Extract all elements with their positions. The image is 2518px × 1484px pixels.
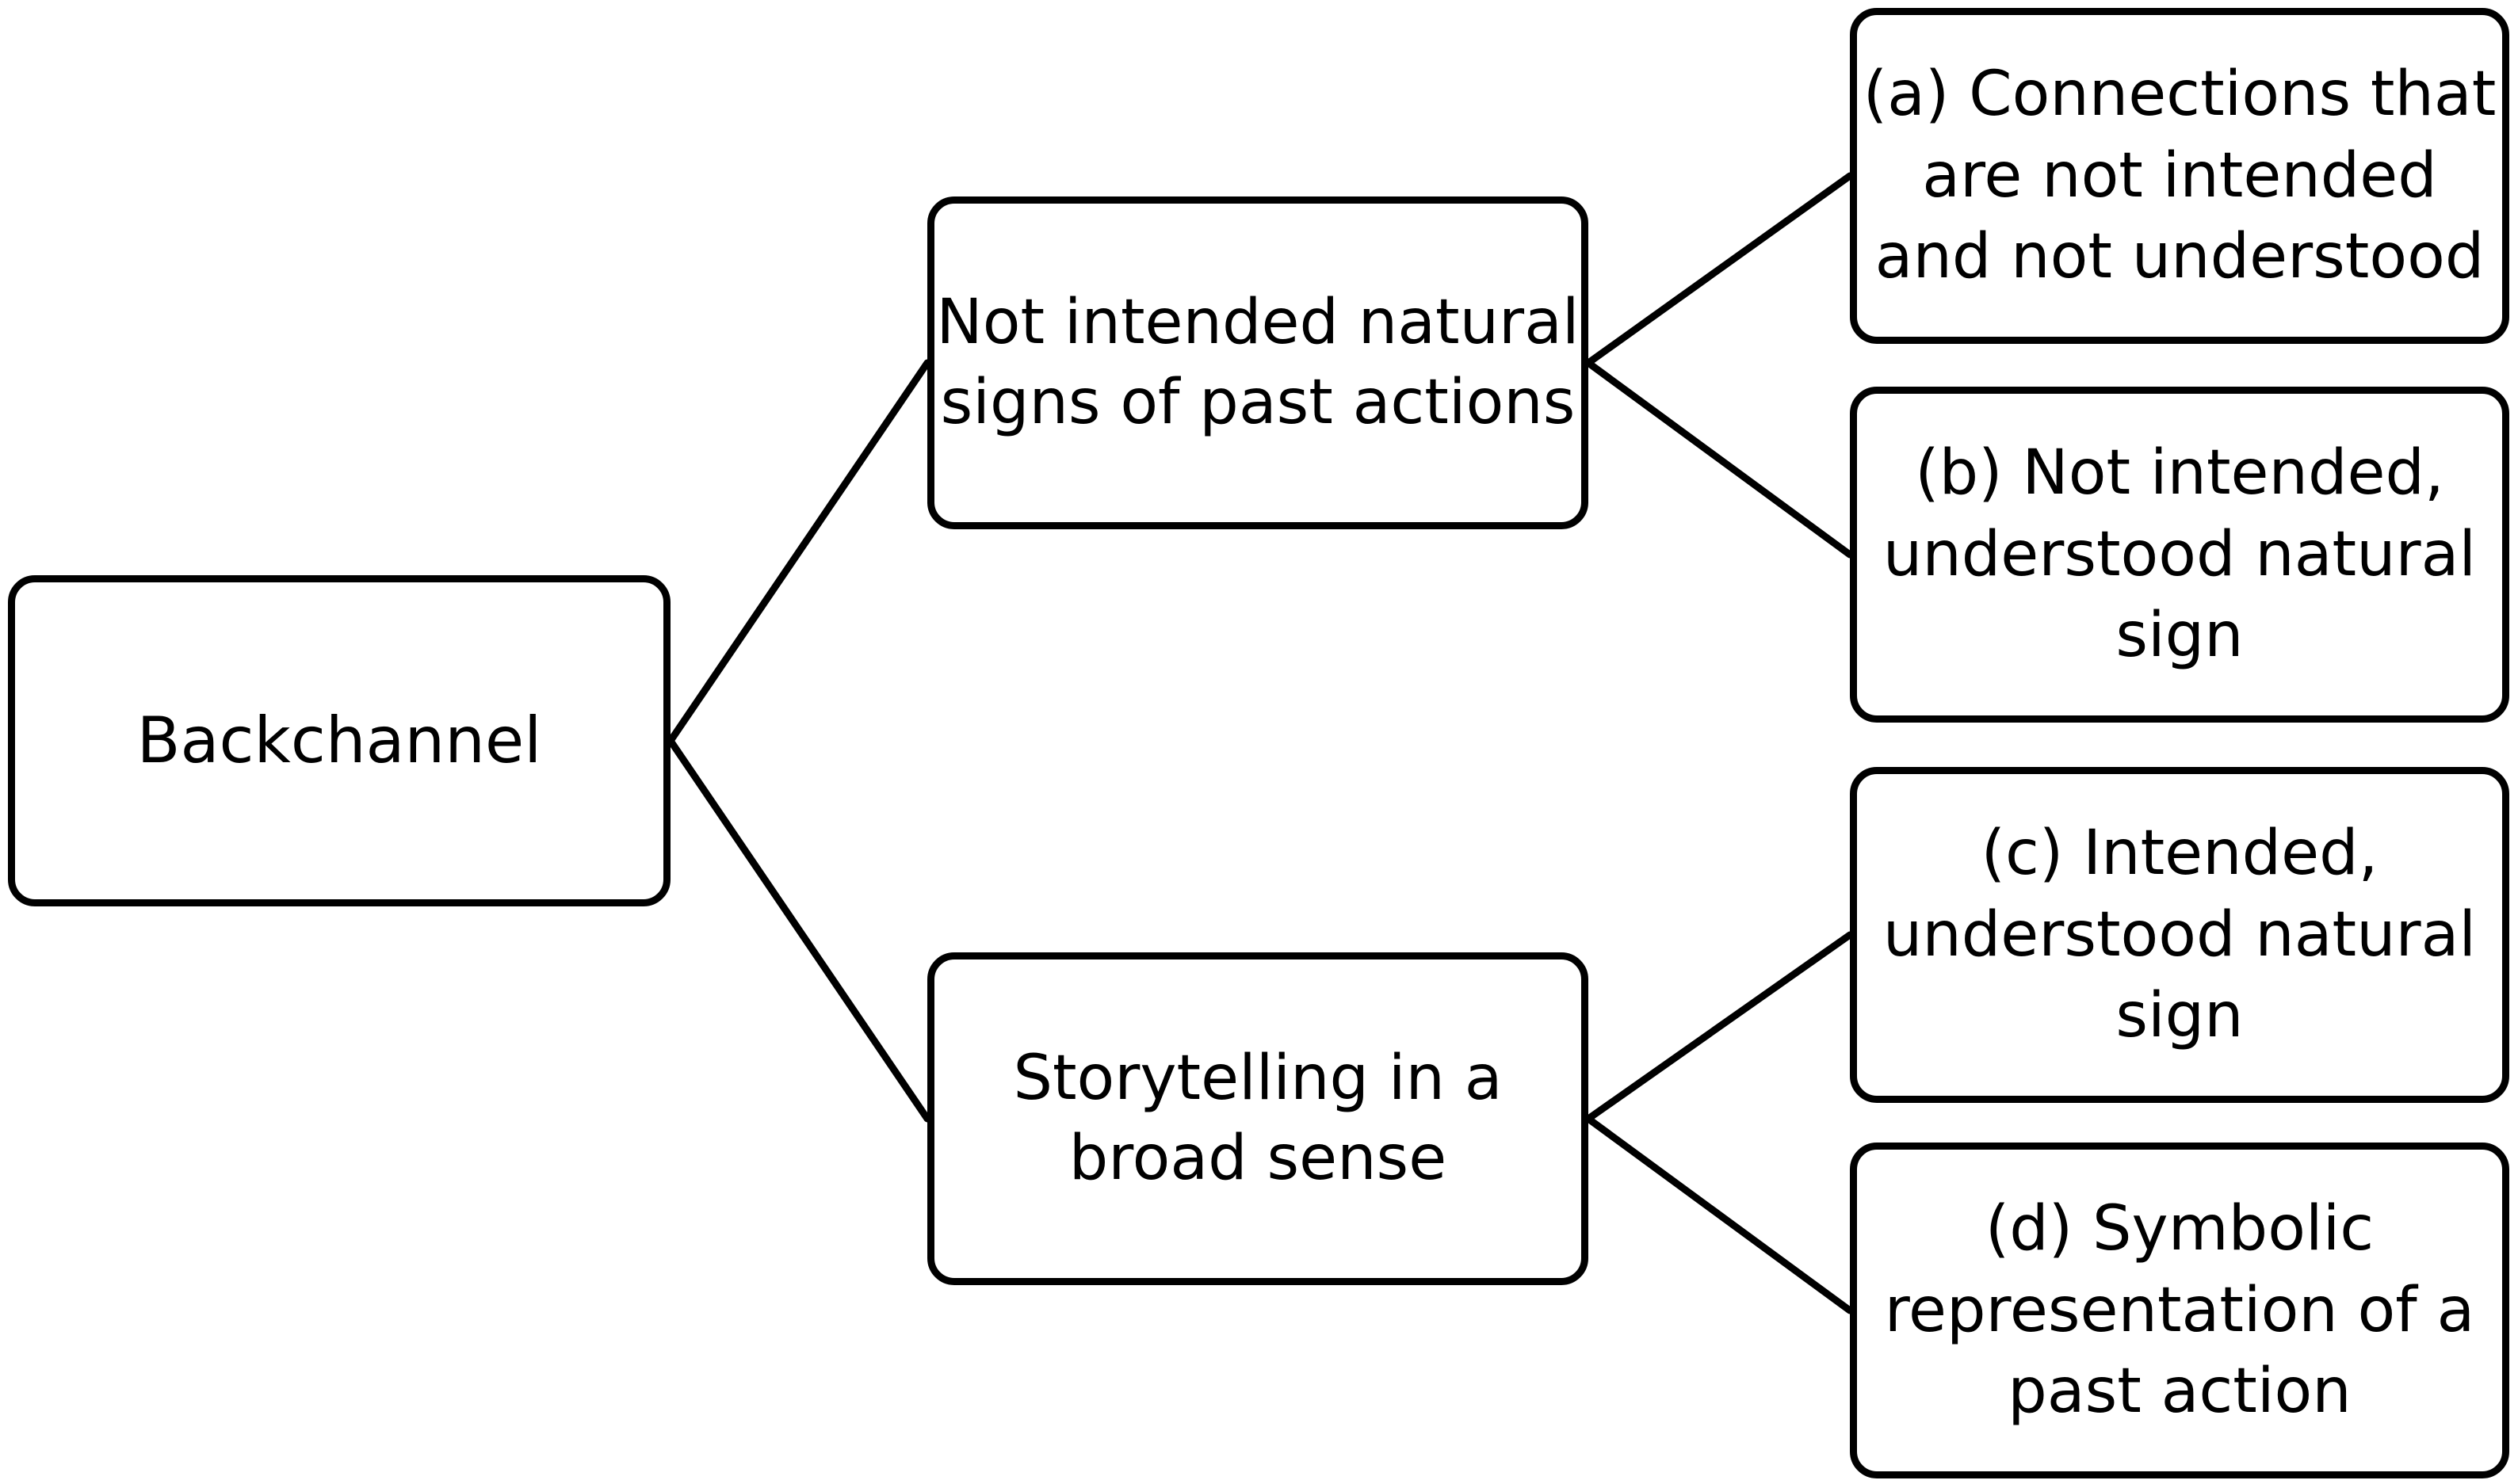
leaf-node-a: (a) Connections that are not intended an… [1850,8,2509,344]
connector-root-to-branch-2 [667,737,931,1123]
connector-branch-2-to-leaf-d [1584,1115,1854,1314]
connector-branch-1-to-leaf-a [1584,172,1854,367]
connector-root-to-branch-1 [667,359,931,745]
leaf-node-d: (d) Symbolic representation of a past ac… [1850,1143,2509,1478]
branch-node-natural-signs: Not intended natural signs of past actio… [927,196,1588,529]
leaf-node-c: (c) Intended, understood natural sign [1850,767,2509,1103]
root-node-label: Backchannel [136,704,542,777]
branch-node-storytelling-label: Storytelling in a broad sense [1013,1042,1503,1194]
connector-branch-1-to-leaf-b [1584,359,1854,559]
leaf-node-b-label: (b) Not intended, understood natural sig… [1882,437,2477,672]
root-node: Backchannel [8,575,671,906]
leaf-node-d-label: (d) Symbolic representation of a past ac… [1884,1192,2475,1428]
branch-node-natural-signs-label: Not intended natural signs of past actio… [936,286,1580,438]
leaf-node-a-label: (a) Connections that are not intended an… [1863,58,2497,293]
leaf-node-c-label: (c) Intended, understood natural sign [1882,817,2477,1052]
branch-node-storytelling: Storytelling in a broad sense [927,952,1588,1285]
connector-branch-2-to-leaf-c [1584,931,1854,1123]
leaf-node-b: (b) Not intended, understood natural sig… [1850,387,2509,723]
